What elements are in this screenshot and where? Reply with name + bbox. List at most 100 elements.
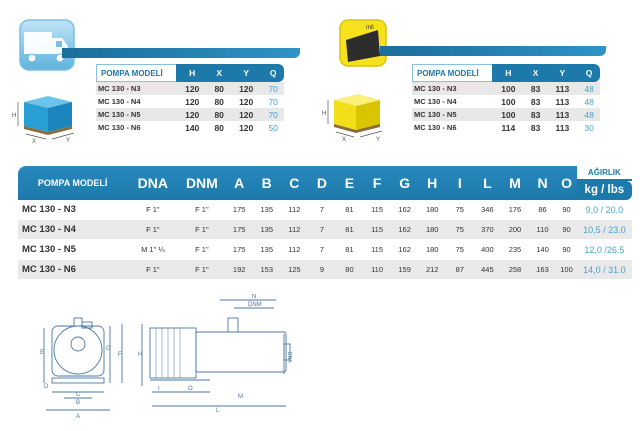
dimension-cell: F 1"	[178, 260, 226, 280]
right-table-header-q: Q	[578, 64, 600, 82]
weight-cell: 10,5 / 23.0	[576, 220, 632, 240]
model-cell: MC 130 - N3	[412, 82, 492, 95]
dimension-cell: 175	[225, 200, 253, 220]
dimension-cell: 162	[390, 200, 419, 220]
model-cell: MC 130 - N5	[412, 108, 492, 121]
main-header-c: C	[280, 166, 309, 200]
main-header-f: F	[363, 166, 391, 200]
table-row: MC 130 - N3 100 83 113 48	[412, 82, 600, 95]
table-row: MC 130 - N6 140 80 120 50	[96, 121, 284, 134]
dimension-cell: 140	[528, 240, 557, 260]
right-dimension-table: POMPA MODELİ H X Y Q MC 130 - N3 100 83 …	[412, 64, 600, 134]
table-row: MC 130 - N5 120 80 120 70	[96, 108, 284, 121]
truck-icon	[19, 19, 75, 71]
left-table-header-q: Q	[262, 64, 284, 82]
h-cell: 120	[176, 82, 209, 95]
left-table-header-y: Y	[229, 64, 263, 82]
left-dimension-table: POMPA MODELİ H X Y Q MC 130 - N3 120 80 …	[96, 64, 284, 134]
y-cell: 113	[546, 108, 579, 121]
q-cell: 50	[268, 122, 278, 133]
dimension-cell: 112	[280, 220, 309, 240]
dim-h-label: H	[322, 111, 326, 117]
x-cell: 80	[214, 96, 224, 107]
dim-g-label: G	[106, 346, 111, 352]
q-cell: 48	[578, 108, 600, 121]
dimension-cell: 75	[446, 240, 474, 260]
dim-l-label: L	[216, 408, 220, 414]
main-header-e: E	[335, 166, 364, 200]
dimension-cell: 180	[418, 220, 446, 240]
dimension-cell: 153	[252, 260, 281, 280]
dim-f-label: F	[118, 352, 122, 358]
y-cell: 113	[555, 122, 570, 133]
main-header-n: N	[528, 166, 557, 200]
right-table-header-y: Y	[546, 64, 579, 82]
dimension-cell: 112	[280, 200, 309, 220]
left-table-header-h: H	[176, 64, 209, 82]
q-cell: 48	[584, 96, 594, 107]
dimension-cell: 90	[556, 200, 577, 220]
dimension-cell: 162	[390, 240, 419, 260]
dim-h-label: H	[138, 352, 142, 358]
dimension-cell: 258	[501, 260, 529, 280]
dimension-cell: 162	[390, 220, 419, 240]
dimension-cell: 445	[473, 260, 502, 280]
h-cell: 114	[501, 122, 516, 133]
dimension-cell: F 1"	[178, 200, 226, 220]
y-cell: 120	[229, 108, 263, 121]
dimension-cell: 176	[501, 200, 529, 220]
dimension-cell: M 1" ¼	[127, 240, 179, 260]
dim-n-label: N	[252, 294, 256, 300]
yellow-pallet-box-illustration: H X Y	[322, 94, 383, 142]
dimension-cell: F 1"	[178, 220, 226, 240]
x-cell: 83	[530, 122, 541, 133]
dim-d-label: D	[44, 384, 49, 390]
dim-i-label: I	[158, 386, 160, 392]
model-cell: MC 130 - N3	[96, 82, 176, 95]
carton-box-icon: mll	[339, 19, 387, 67]
dim-y-label: Y	[66, 138, 70, 144]
h-cell: 120	[176, 108, 209, 121]
weight-cell: 14,0 / 31.0	[576, 260, 632, 280]
model-cell: MC 130 - N5	[18, 240, 128, 260]
dimension-cell: 112	[280, 240, 309, 260]
x-cell: 83	[530, 96, 541, 107]
model-cell: MC 130 - N5	[96, 108, 176, 121]
main-header-o: O	[556, 166, 577, 200]
main-header-a: A	[225, 166, 253, 200]
dimension-cell: F 1"	[127, 200, 179, 220]
main-header-g: G	[390, 166, 419, 200]
model-cell: MC 130 - N3	[18, 200, 128, 220]
q-cell: 70	[268, 96, 278, 107]
table-row: MC 130 - N5 100 83 113 48	[412, 108, 600, 121]
dim-x-label: X	[32, 139, 36, 144]
weight-header-title: AĞIRLIK	[576, 166, 632, 181]
q-cell: 70	[262, 108, 284, 121]
dimension-cell: 235	[501, 240, 529, 260]
dimension-cell: 81	[335, 240, 364, 260]
main-header-model: POMPA MODELİ	[18, 166, 128, 200]
dimension-cell: 135	[252, 220, 281, 240]
blue-pallet-box-illustration: H X Y	[12, 96, 75, 144]
dimension-cell: 75	[446, 200, 474, 220]
model-cell: MC 130 - N6	[414, 123, 457, 132]
weight-cell: 12,0 /26.5	[576, 240, 632, 260]
dimension-cell: 115	[363, 220, 391, 240]
dimension-cell: 135	[252, 200, 281, 220]
dimension-cell: 212	[418, 260, 446, 280]
dimension-cell: 75	[446, 220, 474, 240]
table-row: MC 130 - N3 120 80 120 70	[96, 82, 284, 95]
model-cell: MC 130 - N4	[98, 97, 141, 106]
h-cell: 100	[492, 82, 525, 95]
table-row: MC 130 - N4 100 83 113 48	[412, 95, 600, 108]
dimension-cell: 90	[556, 220, 577, 240]
dimension-cell: F 1"	[127, 220, 179, 240]
dim-m-label: M	[238, 394, 243, 400]
dim-b-label: B	[76, 400, 80, 406]
dimension-cell: 80	[335, 260, 364, 280]
main-header-dna: DNA	[127, 166, 179, 200]
dimension-cell: 110	[363, 260, 391, 280]
x-cell: 80	[214, 122, 224, 133]
